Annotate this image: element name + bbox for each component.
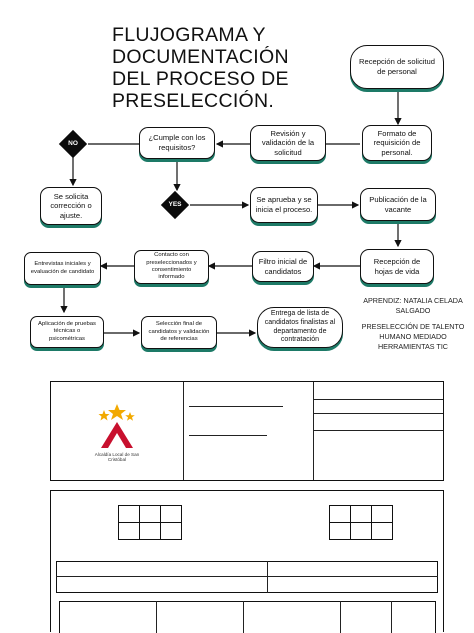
course-text: PRESELECCIÓN DE TALENTO HUMANO MEDIADO H… <box>361 322 465 351</box>
document-header-form: Alcaldía Local de San Cristóbal <box>50 381 444 481</box>
node-formato-requisicion: Formato de requisición de personal. <box>362 125 432 161</box>
document-body-form <box>50 490 444 633</box>
node-se-aprueba: Se aprueba y se inicia el proceso. <box>250 187 318 223</box>
node-cumple-requisitos: ¿Cumple con los requisitos? <box>139 127 215 159</box>
node-publicacion-vacante: Publicación de la vacante <box>360 188 436 221</box>
node-revision-validacion: Revisión y validación de la solicitud <box>250 125 326 161</box>
node-recepcion-hojas: Recepción de hojas de vida <box>360 249 434 284</box>
node-se-solicita-correccion: Se solicita corrección o ajuste. <box>40 187 102 225</box>
node-filtro-inicial: Filtro inicial de candidatos <box>252 251 314 282</box>
node-aplicacion-pruebas: Aplicación de pruebas técnicas o psicomé… <box>30 316 104 348</box>
decision-no-label: NO <box>68 140 78 147</box>
alcaldia-logo-caption: Alcaldía Local de San Cristóbal <box>94 452 140 463</box>
node-seleccion-final: Selección final de candidatos y validaci… <box>141 316 217 349</box>
alcaldia-logo <box>98 404 135 448</box>
decision-yes-label: YES <box>168 201 182 208</box>
page-title: FLUJOGRAMA Y DOCUMENTACIÓN DEL PROCESO D… <box>112 24 289 112</box>
node-contacto-preseleccionados: Contacto con preseleccionados y consenti… <box>134 250 209 284</box>
node-entrevistas-iniciales: Entrevistas iniciales y evaluación de ca… <box>24 252 101 285</box>
author-text: APRENDIZ: NATALIA CELADA SALGADO <box>363 296 463 315</box>
node-recepcion-solicitud: Recepción de solicitud de personal <box>350 45 444 89</box>
node-entrega-lista: Entrega de lista de candidatos finalista… <box>257 307 343 348</box>
